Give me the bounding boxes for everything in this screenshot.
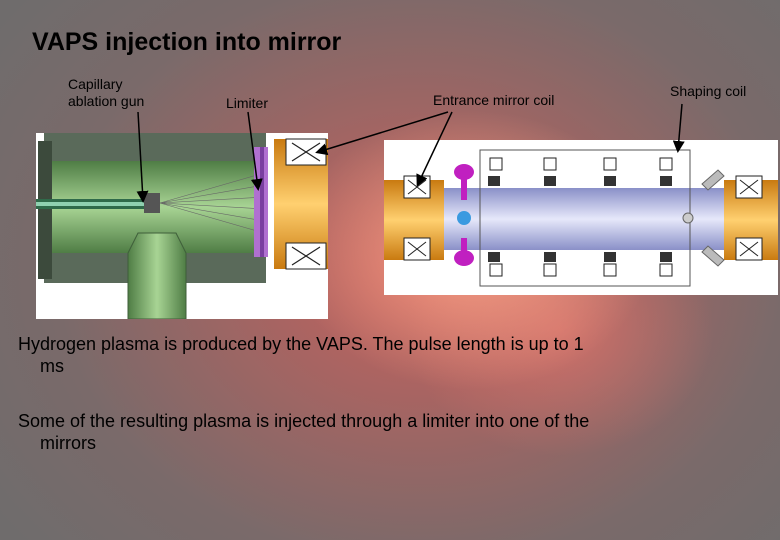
body-paragraph-1: Hydrogen plasma is produced by the VAPS.… bbox=[18, 334, 584, 376]
label-entrance-mirror-coil: Entrance mirror coil bbox=[433, 92, 555, 108]
gun-diagram-drawing bbox=[36, 133, 328, 320]
arrow-to-limiter bbox=[247, 111, 263, 191]
mirror-diagram-drawing bbox=[384, 149, 778, 287]
arrow-to-entrance-coil-left bbox=[315, 111, 449, 156]
arrow-to-gun bbox=[136, 111, 149, 203]
slide-title: VAPS injection into mirror bbox=[32, 28, 342, 56]
arrow-to-shaping-coil bbox=[672, 103, 685, 153]
gun-diagram bbox=[36, 133, 328, 320]
label-limiter: Limiter bbox=[226, 95, 269, 111]
mirror-diagram bbox=[384, 140, 778, 295]
arrow-to-entrance-coil-right bbox=[416, 111, 453, 187]
label-capillary-gun: Capillary ablation gun bbox=[68, 76, 145, 109]
label-shaping-coil: Shaping coil bbox=[670, 83, 747, 99]
body-paragraph-2: Some of the resulting plasma is injected… bbox=[18, 411, 590, 453]
